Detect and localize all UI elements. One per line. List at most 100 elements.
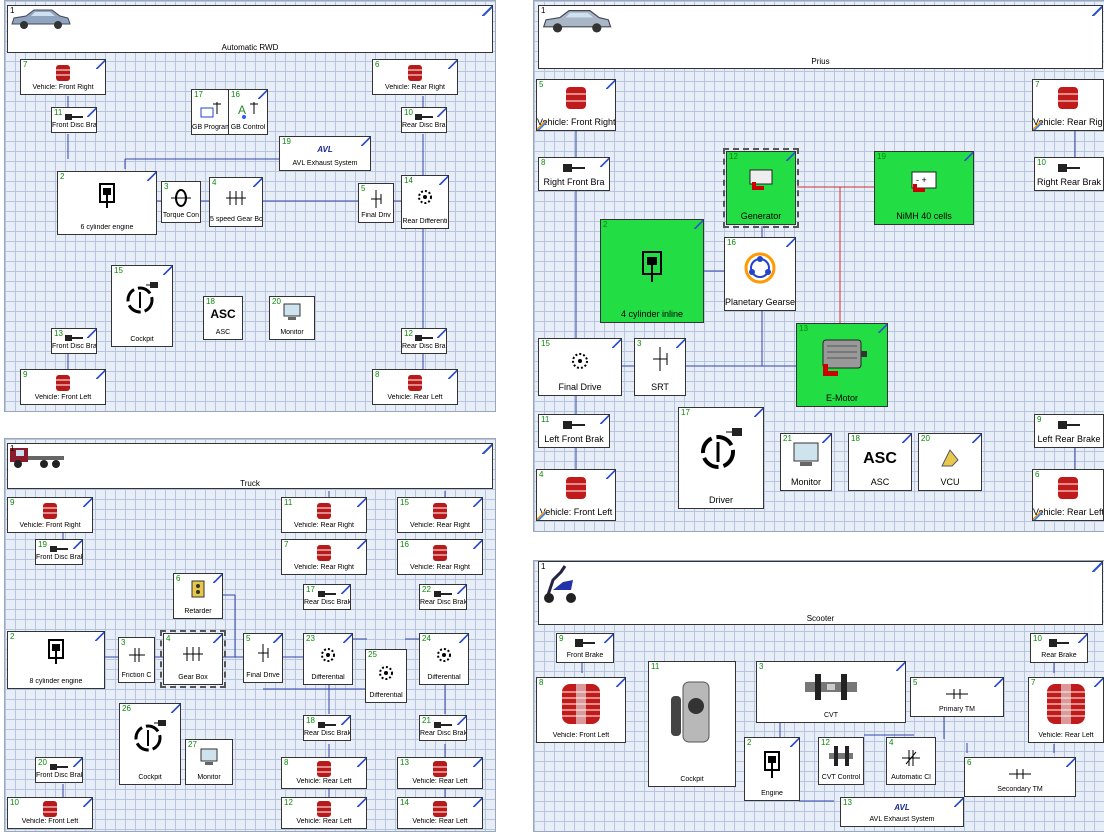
wheel-block-rear-left[interactable]: 14 Vehicle: Rear Left (397, 797, 483, 829)
e-motor-block[interactable]: 13 E-Motor (796, 323, 888, 407)
wheel-block-front-left[interactable]: 4 Vehicle: Front Left (536, 469, 616, 521)
block-label: Differential (427, 674, 461, 681)
differential-icon (572, 353, 588, 369)
differential-block[interactable]: 25 Differential (365, 649, 407, 703)
disc-brake-icon (434, 722, 452, 728)
wheel-block-front-left[interactable]: 9 Vehicle: Front Left (20, 369, 106, 405)
block-number: 4 (889, 738, 894, 747)
wheel-block-rear-left[interactable]: 12 Vehicle: Rear Left (281, 797, 367, 829)
gb-control-block[interactable]: 16 A GB Control (228, 89, 268, 135)
disc-brake-icon (563, 164, 585, 172)
brake-block[interactable]: 20 Front Disc Brak (35, 757, 83, 783)
monitor-block[interactable]: 20 Monitor (269, 296, 315, 340)
srt-block[interactable]: 3 SRT (634, 338, 686, 396)
gearbox-block[interactable]: 4 5 speed Gear Box (209, 177, 263, 227)
asc-block[interactable]: 18 ASC ASC (848, 433, 912, 491)
brake-block[interactable]: 10 Right Rear Brak (1034, 157, 1104, 191)
cvt-control-block[interactable]: 12 CVT Control (818, 737, 864, 785)
wheel-block-rear-left[interactable]: 13 Vehicle: Rear Left (397, 757, 483, 789)
wheel-block-rear-right[interactable]: 16 Vehicle: Rear Right (397, 539, 483, 575)
wheel-block-front-right[interactable]: 7 Vehicle: Front Right (20, 59, 106, 95)
block-number: 16 (231, 90, 240, 99)
wheel-block-rear-left[interactable]: 7 Vehicle: Rear Left (1028, 677, 1104, 743)
brake-block[interactable]: 12 Rear Disc Brak (401, 328, 447, 354)
final-drive-block[interactable]: 5 Final Drive (243, 633, 283, 683)
differential-block[interactable]: 14 Rear Differenti (401, 175, 449, 229)
block-number: 26 (122, 704, 131, 713)
brake-block[interactable]: 19 Front Disc Brak (35, 539, 83, 565)
wheel-block-rear-right[interactable]: 7 Vehicle: Rear Right (1032, 79, 1104, 131)
wheel-block-front-right[interactable]: 5 Vehicle: Front Right (536, 79, 616, 131)
wheel-block-rear-left[interactable]: 8 Vehicle: Rear Left (372, 369, 458, 405)
brake-block[interactable]: 21 Rear Disc Brak (419, 715, 467, 741)
block-label: Vehicle: Rear Left (412, 778, 468, 785)
brake-block[interactable]: 22 Rear Disc Brak (419, 584, 467, 610)
vcu-block[interactable]: 20 VCU (918, 433, 982, 491)
brake-block[interactable]: 9 Left Rear Brake (1034, 414, 1104, 448)
gb-program-block[interactable]: 17 GB Program (191, 89, 231, 135)
diagram-panel-automatic-rwd[interactable]: 1 Automatic RWD 7 Vehicle: Front Right 1… (4, 0, 496, 412)
wheel-block-rear-right[interactable]: 6 Vehicle: Rear Right (372, 59, 458, 95)
monitor-block[interactable]: 21 Monitor (780, 433, 832, 491)
disc-brake-icon (65, 114, 83, 120)
block-number: 14 (404, 176, 413, 185)
diagram-panel-truck[interactable]: 1 Truck 9 Vehicle: Front Right 19 Front … (4, 438, 496, 832)
asc-block[interactable]: 18 ASC ASC (203, 296, 243, 340)
wheel-block-rear-left[interactable]: 8 Vehicle: Rear Left (281, 757, 367, 789)
wheel-block-rear-right[interactable]: 7 Vehicle: Rear Right (281, 539, 367, 575)
brake-block[interactable]: 9 Front Brake (556, 633, 614, 663)
block-label: Left Front Brak (544, 434, 604, 444)
final-drive-block[interactable]: 5 Final Driv (358, 183, 394, 223)
cockpit-block[interactable]: 26 Cockpit (119, 703, 181, 785)
retarder-block[interactable]: 6 Retarder (173, 573, 223, 619)
secondary-tm-block[interactable]: 6 Secondary TM (964, 757, 1076, 797)
battery-block[interactable]: 19 - + NiMH 40 cells (874, 151, 974, 225)
planetary-gearset-block[interactable]: 16 Planetary Gearse (724, 237, 796, 311)
final-drive-block[interactable]: 15 Final Drive (538, 338, 622, 396)
torque-converter-block[interactable]: 3 Torque Con (161, 181, 201, 223)
driver-block[interactable]: 17 Driver (678, 407, 764, 509)
engine-block[interactable]: 2 4 cylinder inline (600, 219, 704, 323)
brake-block[interactable]: 11 Left Front Brak (538, 414, 610, 448)
brake-block[interactable]: 10 Rear Disc Brak (401, 107, 447, 133)
brake-block[interactable]: 17 Rear Disc Brak (303, 584, 351, 610)
automatic-clutch-block[interactable]: 4 Automatic Cl (886, 737, 936, 785)
block-number: 18 (851, 434, 860, 443)
block-label: AVL Exhaust System (292, 160, 358, 167)
wheel-block-front-right[interactable]: 9 Vehicle: Front Right (7, 497, 93, 533)
engine-block[interactable]: 2 6 cylinder engine (57, 171, 157, 235)
vehicle-header[interactable]: 1 Scooter (538, 561, 1103, 625)
vehicle-header[interactable]: 1 Automatic RWD (7, 5, 493, 53)
engine-block[interactable]: 2 Engine (744, 737, 800, 801)
gearbox-block[interactable]: 4 Gear Box (160, 630, 226, 688)
brake-block[interactable]: 10 Rear Brake (1030, 633, 1088, 663)
engine-block[interactable]: 2 8 cylinder engine (7, 631, 105, 689)
exhaust-system-block[interactable]: 19 AVL AVL Exhaust System (279, 136, 371, 171)
block-number: 2 (10, 632, 15, 641)
exhaust-system-block[interactable]: 13 AVL AVL Exhaust System (840, 797, 964, 827)
vehicle-header[interactable]: 1 Prius (538, 5, 1103, 69)
brake-block[interactable]: 13 Front Disc Brak (51, 328, 97, 354)
brake-block[interactable]: 18 Rear Disc Brak (303, 715, 351, 741)
wheel-block-rear-left[interactable]: 6 Vehicle: Rear Left (1032, 469, 1104, 521)
wheel-block-front-left[interactable]: 8 Vehicle: Front Left (536, 677, 626, 743)
disc-brake-icon (50, 546, 68, 552)
wheel-block-rear-right[interactable]: 15 Vehicle: Rear Right (397, 497, 483, 533)
differential-block[interactable]: 24 Differential (419, 633, 469, 685)
brake-block[interactable]: 11 Front Disc Brak (51, 107, 97, 133)
cvt-block[interactable]: 3 CVT (756, 661, 906, 723)
wheel-block-rear-right[interactable]: 11 Vehicle: Rear Right (281, 497, 367, 533)
generator-block[interactable]: 12 Generator (723, 148, 799, 228)
wheel-block-front-left[interactable]: 10 Vehicle: Front Left (7, 797, 93, 829)
diagram-panel-scooter[interactable]: 1 Scooter 9 Front Brake 10 Rear Brake 8 … (533, 560, 1104, 832)
brake-block[interactable]: 8 Right Front Bra (538, 157, 610, 191)
friction-clutch-block[interactable]: 3 Friction C (118, 637, 155, 683)
differential-block[interactable]: 23 Differential (303, 633, 353, 685)
monitor-block[interactable]: 27 Monitor (185, 739, 233, 785)
primary-tm-block[interactable]: 5 Primary TM (910, 677, 1004, 717)
diagram-panel-prius[interactable]: 1 Prius 5 Vehicle: Front Right 7 Vehicle… (533, 0, 1104, 532)
generator-icon (749, 169, 773, 190)
cockpit-block[interactable]: 15 Cockpit (111, 265, 173, 347)
cockpit-block[interactable]: 11 Cockpit (648, 661, 736, 787)
vehicle-header[interactable]: 1 Truck (7, 443, 493, 489)
